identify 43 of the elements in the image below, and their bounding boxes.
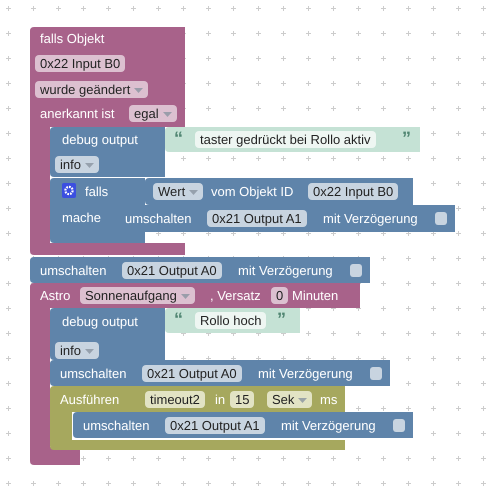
block-label: debug output <box>62 131 138 148</box>
value-field: 0x22 Input B0 <box>308 183 398 200</box>
value-field: 0 <box>271 287 288 304</box>
block-label: mache <box>62 209 102 226</box>
dropdown: info <box>55 156 99 173</box>
block-label: in <box>215 391 226 408</box>
quote-mark: “ <box>174 130 183 147</box>
block-label: ms <box>320 391 338 408</box>
value-field: 0x21 Output A0 <box>142 365 242 382</box>
block-label: mit Verzögerung <box>281 417 376 434</box>
block-label: umschalten <box>60 365 126 382</box>
block-label: umschalten <box>125 210 192 227</box>
block-label: umschalten <box>83 417 150 434</box>
dropdown: Wert <box>153 183 204 200</box>
block-label: , Versatz <box>210 287 261 304</box>
value-field: 0x21 Output A1 <box>207 210 307 227</box>
block-label: Minuten <box>292 287 338 304</box>
block-label: umschalten <box>40 262 106 279</box>
dropdown: Sonnenaufgang <box>80 287 195 304</box>
dropdown: info <box>55 342 99 359</box>
block-label: vom Objekt ID <box>211 183 294 200</box>
block-label: mit Verzögerung <box>323 210 418 227</box>
dropdown: Sek <box>267 391 312 408</box>
quote-mark: ” <box>402 130 411 147</box>
block-label: anerkannt ist <box>40 105 114 122</box>
value-field: taster gedrückt bei Rollo aktiv <box>195 131 376 148</box>
dropdown: wurde geändert <box>35 81 148 98</box>
block-label: Astro <box>40 287 70 304</box>
value-field: 0x21 Output A1 <box>165 417 265 434</box>
block-label: falls <box>85 183 108 200</box>
block-label: mit Verzögerung <box>258 365 353 382</box>
dropdown: egal <box>129 105 177 122</box>
value-field: timeout2 <box>145 391 205 408</box>
value-field: 15 <box>230 391 254 408</box>
quote-mark: ” <box>277 311 286 328</box>
value-field: 0x22 Input B0 <box>35 55 126 72</box>
block-label: debug output <box>62 313 138 330</box>
block-label: falls Objekt <box>40 30 104 47</box>
quote-mark: “ <box>174 311 183 328</box>
block-label: mit Verzögerung <box>238 262 333 279</box>
value-field: 0x21 Output A0 <box>122 262 222 279</box>
value-field: Rollo hoch <box>195 312 266 329</box>
block-label: Ausführen <box>60 391 120 408</box>
